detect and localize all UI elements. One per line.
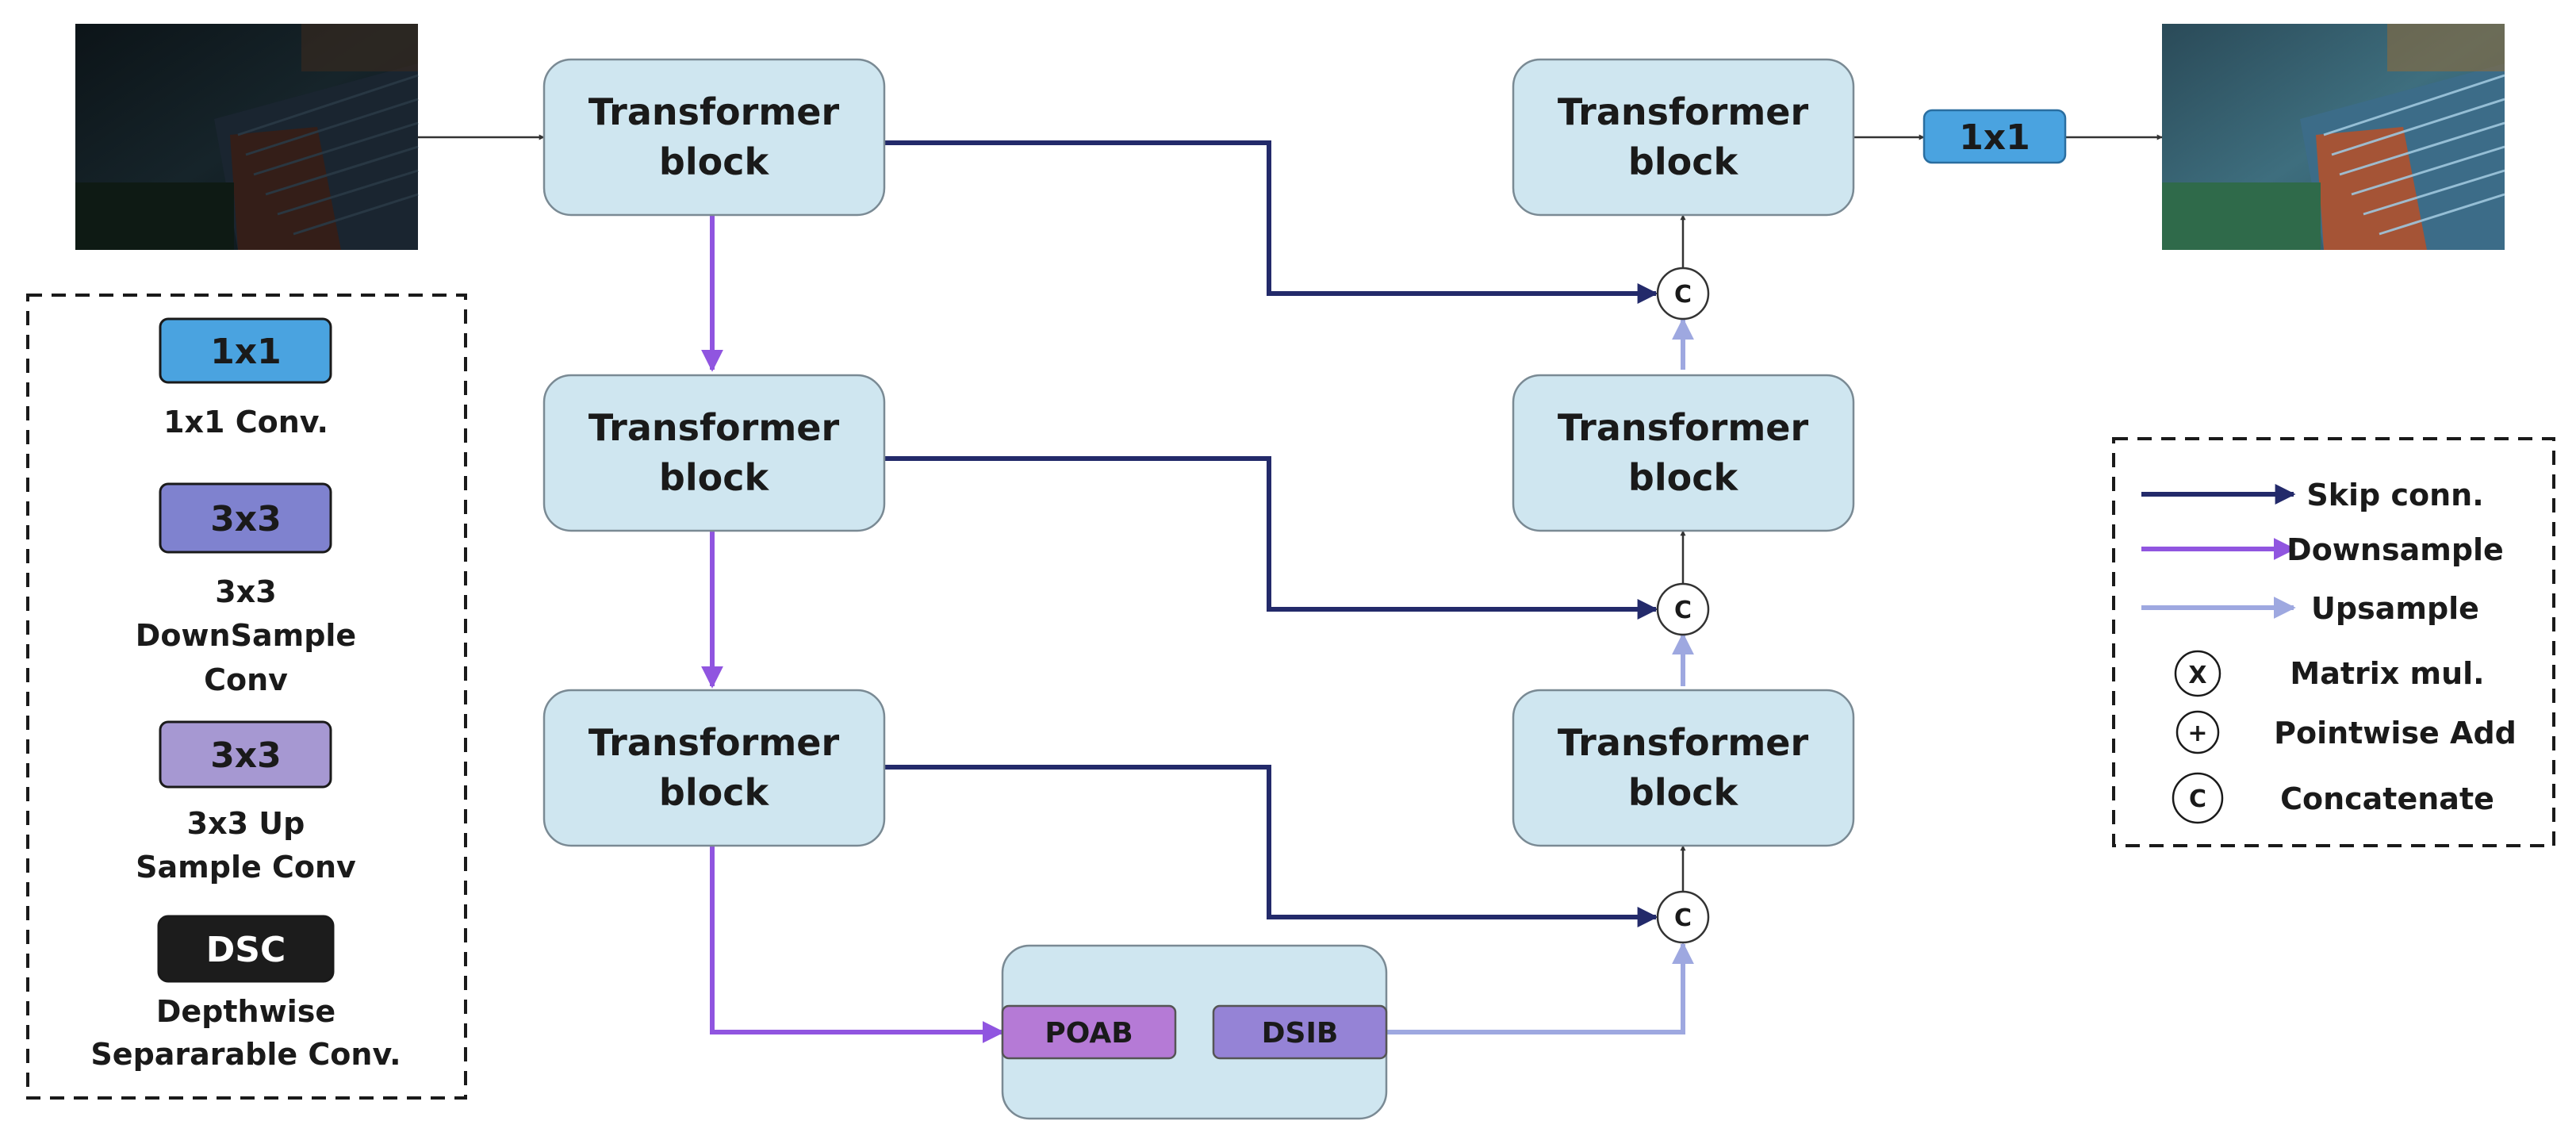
legend-skip-conn-label: Skip conn. (2306, 478, 2483, 512)
legend-skip-conn: Skip conn. (2141, 478, 2484, 512)
encoder-block-1: Transformer block (542, 58, 886, 217)
poab-module (1001, 1004, 1177, 1060)
legend-dsc-label-line1: Depthwise (156, 994, 335, 1029)
legend-downsample: Downsample (2141, 532, 2504, 567)
block-label-line2: block (659, 771, 770, 814)
legend-down3x3-label-line1: 3x3 (215, 574, 276, 609)
skip-connection-2 (884, 456, 1658, 620)
concat-symbol: C (1674, 281, 1692, 309)
dsib-label: DSIB (1262, 1017, 1339, 1050)
legend-up3x3-label-line1: 3x3 Up (187, 806, 305, 841)
legend-conv1x1-label: 1x1 Conv. (163, 405, 328, 439)
concat-node-2: C (1656, 582, 1710, 636)
dsib-module (1212, 1004, 1388, 1060)
legend-matrix-mul: X Matrix mul. (2174, 650, 2485, 697)
decoder-block-3: Transformer block (1512, 689, 1855, 847)
legend-down3x3-label-line3: Conv (204, 662, 288, 697)
input-image (75, 24, 419, 250)
right-legend: Skip conn. Downsample Upsample X Matrix … (2112, 437, 2555, 847)
encoder-block-2: Transformer block (542, 374, 886, 532)
concatenate-symbol: C (2189, 785, 2206, 813)
upsample-arrows (1386, 317, 1694, 1034)
legend-down3x3-label-line2: DownSample (136, 618, 356, 653)
decoder-block-1: Transformer block (1512, 58, 1855, 217)
concat-node-3: C (1656, 890, 1710, 944)
decoder-block-2: Transformer block (1512, 374, 1855, 532)
block-label-line1: Transformer (588, 721, 840, 764)
poab-label: POAB (1045, 1017, 1133, 1050)
legend-pointwise-add: + Pointwise Add (2175, 710, 2517, 754)
output-conv-1x1: 1x1 (1922, 109, 2067, 164)
concat-node-1: C (1656, 267, 1710, 321)
encoder-block-3: Transformer block (542, 689, 886, 847)
legend-down3x3: 3x3 3x3 DownSample Conv (136, 482, 356, 697)
pointwise-add-symbol: + (2187, 720, 2207, 747)
legend-up3x3-swatch: 3x3 (210, 735, 282, 776)
block-label-line1: Transformer (588, 90, 840, 133)
legend-up3x3-label-line2: Sample Conv (136, 850, 356, 885)
block-label-line2: block (1628, 140, 1739, 183)
upsample-arrow-bottleneck (1386, 942, 1694, 1034)
legend-up3x3: 3x3 3x3 Up Sample Conv (136, 720, 356, 885)
legend-matrix-mul-label: Matrix mul. (2290, 656, 2484, 691)
legend-concatenate: C Concatenate (2172, 772, 2494, 824)
block-label-line1: Transformer (1558, 406, 1809, 449)
legend-upsample: Upsample (2141, 591, 2479, 626)
downsample-arrow-3 (710, 846, 1005, 1043)
output-image (2162, 24, 2505, 250)
skip-connection-1 (884, 140, 1658, 304)
block-label-line2: block (1628, 456, 1739, 499)
legend-dsc-swatch: DSC (206, 930, 286, 970)
legend-down3x3-swatch: 3x3 (210, 499, 282, 539)
concat-symbol: C (1674, 904, 1692, 932)
legend-concatenate-label: Concatenate (2280, 781, 2494, 816)
concat-symbol: C (1674, 597, 1692, 624)
downsample-arrows (701, 215, 1005, 1043)
left-legend: 1x1 1x1 Conv. 3x3 3x3 DownSample Conv 3x… (26, 294, 467, 1100)
matrix-mul-symbol: X (2188, 662, 2206, 689)
bottleneck-block: POAB DSIB (1001, 944, 1388, 1120)
legend-upsample-label: Upsample (2311, 591, 2479, 626)
block-label-line1: Transformer (1558, 721, 1809, 764)
block-label-line2: block (1628, 771, 1739, 814)
legend-downsample-label: Downsample (2287, 532, 2504, 567)
block-label-line1: Transformer (588, 406, 840, 449)
skip-connection-3 (884, 765, 1658, 927)
block-label-line2: block (659, 140, 770, 183)
legend-conv1x1: 1x1 1x1 Conv. (159, 317, 332, 439)
legend-conv1x1-swatch: 1x1 (210, 332, 282, 372)
flow-arrows (418, 134, 2163, 1035)
block-label-line2: block (659, 456, 770, 499)
block-label-line1: Transformer (1558, 90, 1809, 133)
skip-connections (884, 140, 1658, 927)
legend-dsc: DSC Depthwise Separarable Conv. (90, 915, 401, 1072)
output-conv-label: 1x1 (1959, 117, 2030, 158)
legend-pointwise-add-label: Pointwise Add (2274, 716, 2517, 750)
legend-dsc-label-line2: Separarable Conv. (90, 1037, 401, 1072)
